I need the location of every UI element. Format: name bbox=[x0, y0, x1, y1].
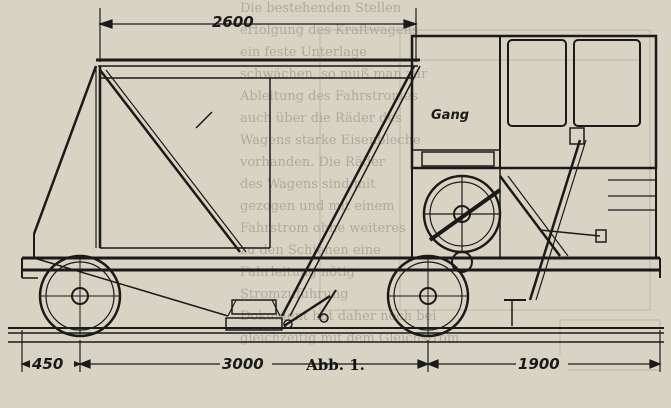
background-text-line: vorhanden. Die Räder bbox=[239, 155, 386, 170]
background-text-line: auch über die Räder des bbox=[240, 111, 402, 126]
background-text-line: gezogen und mit einem bbox=[240, 199, 395, 214]
brake-linkage bbox=[283, 289, 526, 329]
background-text-line: Fahrstrom ohne weiteres bbox=[240, 221, 406, 236]
dim-bg-1900 bbox=[516, 355, 568, 371]
label-gang: Gang bbox=[431, 108, 469, 123]
background-text-line: ein feste Unterlage bbox=[240, 45, 367, 60]
dim-rear-overhang: 1900 bbox=[518, 355, 560, 373]
figure-caption: Abb. 1. bbox=[306, 356, 365, 374]
background-text-line: des Wagens sind mit bbox=[240, 177, 376, 192]
rail bbox=[8, 327, 664, 343]
background-text-line: zu den Schienen eine bbox=[240, 243, 381, 258]
dimension-top bbox=[98, 8, 418, 62]
cab-braces bbox=[499, 127, 656, 301]
front-wheel bbox=[38, 254, 122, 338]
dim-bg-450 bbox=[30, 355, 74, 371]
dim-wheelbase: 3000 bbox=[222, 355, 264, 373]
background-text-line: Ableitung des Fahrstromes bbox=[239, 89, 418, 104]
background-text-line: Dokument hat daher noch bei bbox=[240, 309, 436, 324]
cab bbox=[410, 34, 658, 259]
rear-wheel bbox=[386, 254, 470, 338]
gear-wheel bbox=[422, 174, 502, 273]
background-text-line: Fahrleitung nötig bbox=[240, 265, 355, 280]
background-text-line: Wagens starke Eisenbleche bbox=[240, 133, 421, 148]
hopper-body bbox=[32, 58, 421, 331]
dim-top-width: 2600 bbox=[212, 13, 254, 31]
dim-bg-3000 bbox=[220, 355, 272, 371]
background-text-line: Die bestehenden Stellen bbox=[240, 1, 402, 16]
dim-front-overhang: 450 bbox=[31, 355, 63, 373]
